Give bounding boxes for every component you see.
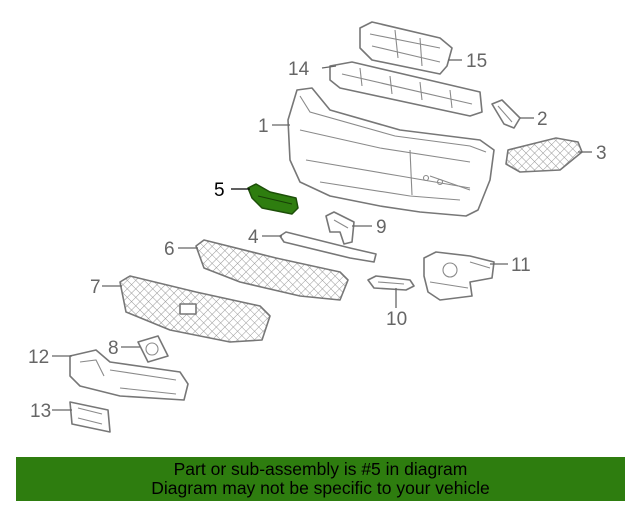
part-7-grille [119,275,271,343]
part-10-vent [367,275,415,291]
part-1-bumper-cover [287,87,495,217]
part-13-plate-bracket [69,401,111,433]
banner-line-1: Part or sub-assembly is #5 in diagram [173,459,468,479]
part-8-bezel [137,335,169,363]
banner-line-2: Diagram may not be specific to your vehi… [151,478,490,498]
part-2-bracket [491,99,521,129]
callout-8: 8 [108,338,119,359]
part-9-clip-bracket [325,211,355,245]
part-5-highlighted-bracket [247,183,299,215]
callout-1: 1 [258,116,269,137]
part-4-trim-strip [279,231,377,263]
part-14-absorber [329,61,483,117]
callout-7: 7 [90,277,101,298]
part-6-lower-grille [195,239,349,301]
callout-12: 12 [28,347,49,368]
info-banner: Part or sub-assembly is #5 in diagram Di… [16,457,625,501]
callout-10: 10 [386,309,407,330]
callout-2: 2 [537,109,548,130]
part-11-fog-bracket [423,251,495,301]
callout-6: 6 [164,239,175,260]
callout-14: 14 [288,59,310,80]
leader-lines [52,59,592,411]
callout-13: 13 [30,401,51,422]
callout-5: 5 [214,180,225,201]
callout-15: 15 [466,51,487,72]
callout-4: 4 [248,227,259,248]
callout-9: 9 [376,217,387,238]
part-12-splash-shield [69,349,189,401]
parts-diagram: 15 14 1 2 3 5 4 9 6 7 10 11 8 12 13 [28,21,607,433]
part-15-reinforcement [359,21,453,75]
part-3-side-grille [505,137,583,173]
callout-3: 3 [596,143,607,164]
callout-11: 11 [511,255,531,276]
